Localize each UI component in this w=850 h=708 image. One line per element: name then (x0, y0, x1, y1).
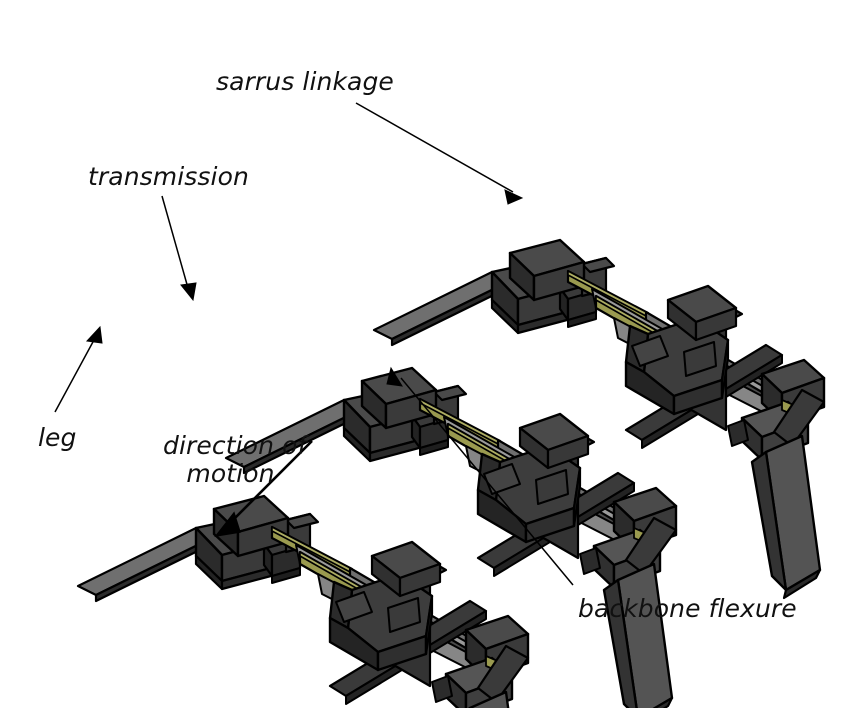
label-leg: leg (38, 423, 77, 452)
label-backbone-flexure: backbone flexure (578, 594, 797, 623)
label-transmission: transmission (88, 162, 249, 191)
leader-transmission (161, 195, 197, 302)
label-sarrus-linkage: sarrus linkage (216, 67, 394, 96)
annotation-leaders (54, 102, 574, 586)
leader-sarrus-linkage (355, 102, 524, 205)
module-front (76, 494, 530, 708)
leader-direction-of-motion (214, 440, 313, 538)
label-direction-of-motion: direction of motion (163, 431, 307, 488)
leader-leg (54, 325, 103, 413)
leader-backbone-flexure (386, 366, 574, 586)
